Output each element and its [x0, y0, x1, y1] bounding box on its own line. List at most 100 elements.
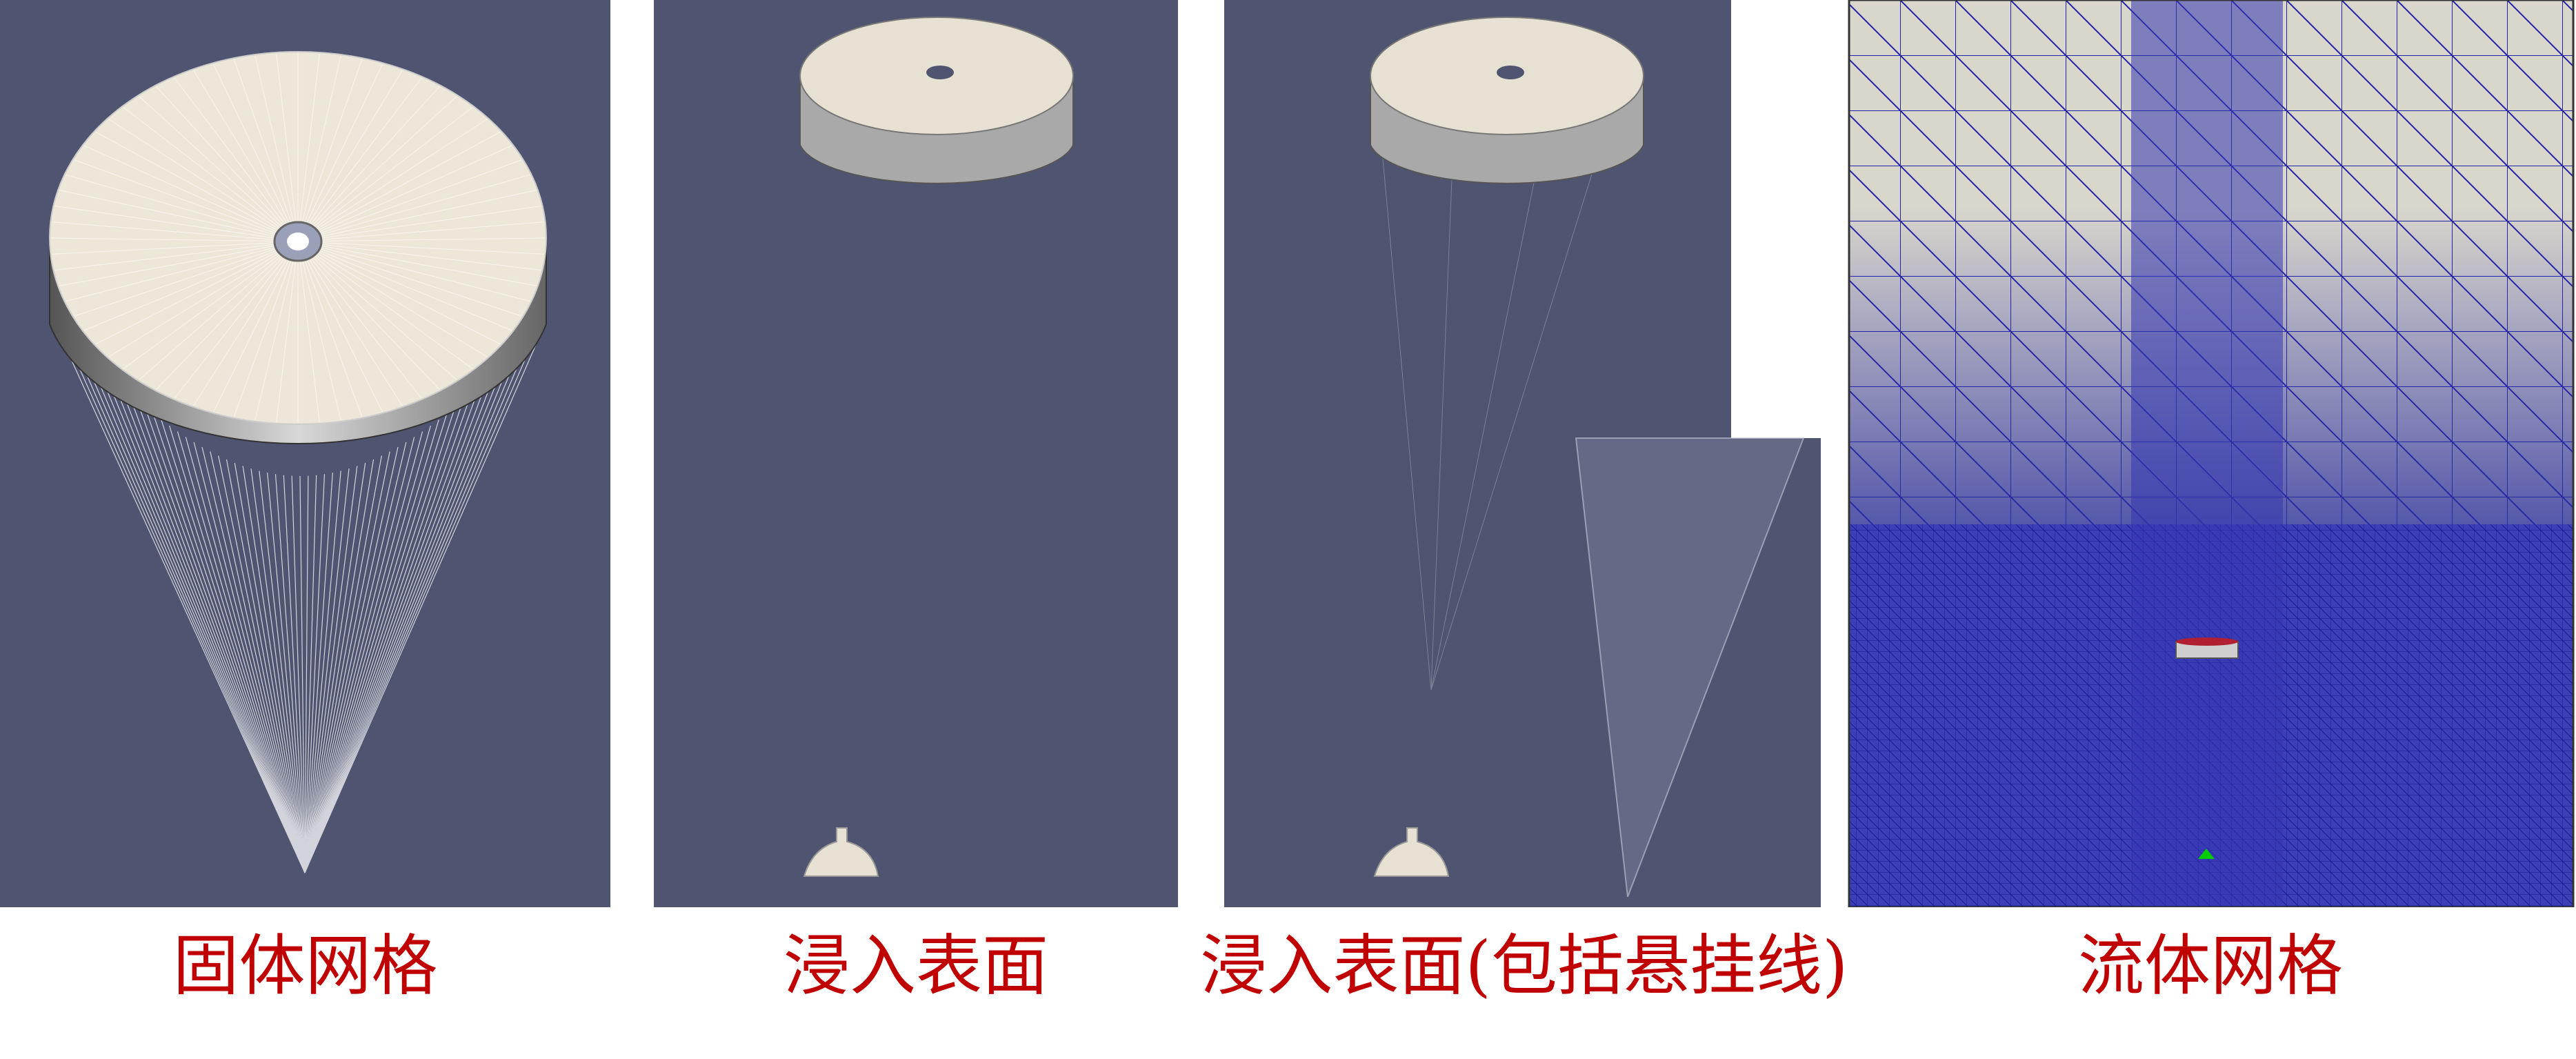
suspension-line	[304, 339, 529, 873]
refined-column	[2131, 0, 2283, 907]
suspension-line	[291, 475, 306, 873]
canopy-spoke	[297, 159, 522, 242]
canopy-spoke	[297, 241, 440, 390]
canopy-spoke	[276, 53, 299, 242]
suspension-line	[304, 474, 326, 873]
caption-immersed-surface: 浸入表面	[783, 927, 1048, 1004]
canopy-spoke	[297, 241, 537, 286]
canopy-spoke	[108, 241, 299, 357]
suspension-line	[304, 393, 472, 873]
canopy-spoke	[297, 174, 530, 242]
caption-solid-mesh: 固体网格	[172, 927, 438, 1004]
canopy-spoke	[123, 107, 299, 242]
suspension-line	[304, 370, 497, 873]
canopy-spoke	[174, 241, 299, 399]
canopy-spoke	[193, 70, 299, 242]
canopy-spoke	[297, 221, 544, 242]
canopy-spoke	[297, 237, 546, 242]
suspension-line	[304, 442, 407, 873]
canopy-spoke	[139, 96, 299, 242]
canopy-spoke	[66, 174, 299, 242]
suspension-line	[259, 471, 306, 873]
suspension-line	[304, 446, 399, 873]
canopy-spoke	[74, 159, 299, 242]
suspension-line	[250, 468, 306, 873]
suspension-line	[304, 431, 423, 873]
suspension-line	[304, 462, 366, 873]
canopy-spoke	[254, 55, 299, 242]
suspension-line	[304, 363, 505, 873]
suspension-line	[144, 406, 306, 873]
vent-highlight	[287, 232, 309, 250]
canopy-spoke	[297, 241, 383, 413]
canopy-spoke	[59, 241, 299, 286]
canopy-spoke	[297, 63, 383, 242]
canopy-spoke	[297, 77, 422, 242]
canopy-spoke	[297, 241, 403, 406]
suspension-line	[304, 437, 415, 873]
canopy-spoke	[54, 241, 299, 271]
canopy-spoke	[297, 205, 541, 242]
suspension-line	[71, 339, 306, 873]
suspension-line	[304, 355, 513, 873]
suspension-line	[283, 475, 306, 873]
payload	[1373, 827, 1450, 877]
canopy-spoke	[297, 70, 403, 242]
canopy-spoke	[297, 241, 512, 331]
canopy-spoke	[254, 241, 299, 421]
suspension-lines	[1382, 158, 1597, 691]
canopy-spoke	[50, 237, 299, 242]
fluid-mesh-viewport	[1845, 0, 2576, 907]
canopy-spoke	[297, 131, 501, 242]
domain-border	[1848, 0, 2575, 907]
suspension-line	[201, 446, 306, 873]
suspension-line	[304, 468, 350, 873]
suspension-line	[267, 473, 306, 873]
vent-hole	[1497, 66, 1524, 79]
suspension-line	[218, 455, 306, 873]
canopy-spoke	[66, 241, 299, 302]
canopy-spoke	[59, 190, 299, 242]
canopy-spoke	[297, 119, 488, 242]
suspension-line	[87, 355, 306, 873]
canopy-spoke	[156, 86, 299, 242]
suspension-line	[210, 451, 306, 873]
canopy-spoke	[233, 59, 299, 242]
suspension-line	[169, 426, 306, 873]
suspension-line	[161, 419, 306, 873]
canopy-spoke	[297, 190, 537, 242]
suspension-line	[304, 455, 382, 873]
suspension-line	[304, 473, 333, 873]
canopy-spoke	[139, 241, 299, 380]
suspension-line	[95, 363, 306, 873]
canopy-spoke	[297, 241, 341, 421]
vent-hole	[926, 66, 954, 79]
suspension-line	[128, 393, 306, 873]
canopy-spoke	[297, 55, 341, 242]
canopy-spoke	[297, 145, 512, 242]
payload	[803, 827, 879, 877]
suspension-line	[304, 348, 521, 873]
suspension-line	[304, 426, 431, 873]
suspension-line	[304, 459, 375, 873]
canopy-top-marker	[2176, 637, 2238, 646]
canopy-spoke	[297, 86, 440, 242]
suspension-line	[112, 378, 306, 873]
suspension-line	[177, 431, 306, 873]
suspension-line	[299, 475, 306, 873]
line-fan-outline	[1575, 437, 1805, 898]
canopy-spoke	[233, 241, 299, 417]
canopy-spoke	[52, 221, 299, 242]
canopy-spoke	[174, 77, 299, 242]
canopy-spoke	[74, 241, 299, 317]
suspension-line	[234, 462, 306, 873]
canopy-spoke	[297, 241, 488, 357]
canopy-spoke	[297, 241, 541, 271]
suspension-line	[304, 332, 537, 873]
canopy-spoke	[297, 241, 501, 345]
canopy-mesh	[50, 53, 546, 423]
suspension-line	[304, 475, 309, 873]
suspension-line	[304, 471, 341, 873]
suspension-line	[103, 370, 306, 873]
suspension-line	[152, 413, 306, 873]
